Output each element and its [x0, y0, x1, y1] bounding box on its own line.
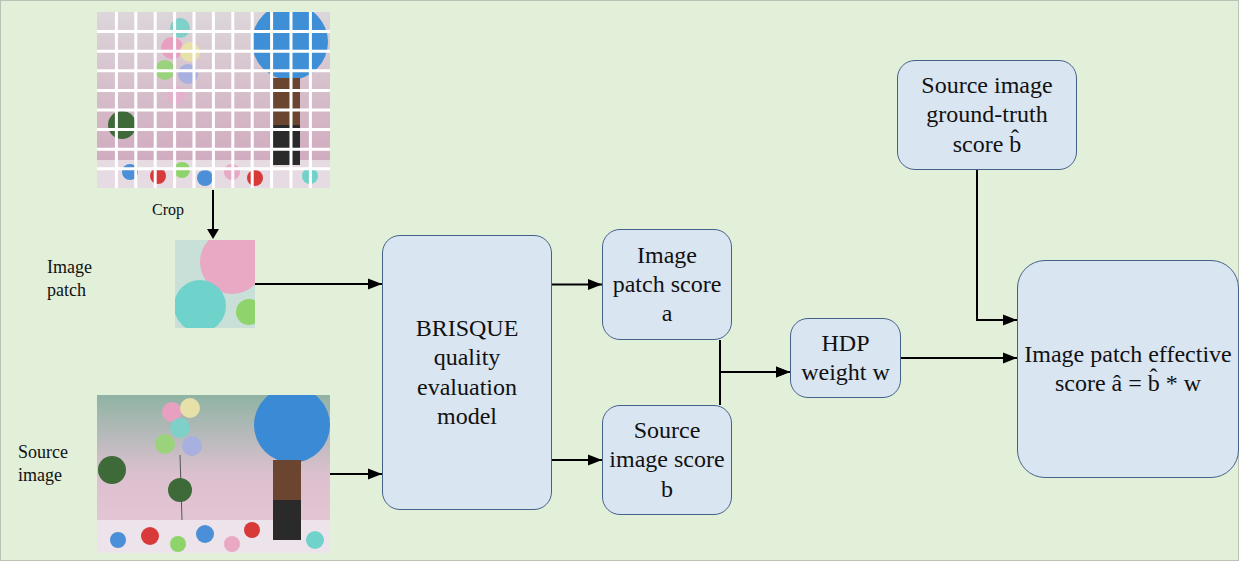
flow-arrow	[552, 284, 602, 286]
big-balloon	[254, 395, 330, 463]
weight-box: HDP weight w	[790, 318, 901, 398]
balloon	[306, 531, 324, 549]
crop-arrowhead	[207, 229, 219, 239]
flow-arrow	[720, 372, 790, 405]
picture-label: Source image	[18, 441, 84, 488]
score-box: Source image score b	[602, 405, 732, 515]
balloon	[161, 37, 183, 59]
balloon	[170, 536, 186, 552]
crop-grid	[97, 12, 330, 188]
balloon	[141, 527, 159, 545]
balloon	[170, 418, 190, 438]
balloon	[170, 18, 190, 38]
plant	[98, 456, 126, 484]
balloon	[197, 170, 213, 186]
man-figure	[273, 500, 301, 540]
man-figure	[273, 460, 301, 505]
balloon	[247, 170, 263, 186]
flow-arrow	[720, 340, 790, 372]
flow-arrow	[977, 170, 1017, 320]
flow-arrow	[255, 283, 382, 285]
balloon	[236, 299, 255, 325]
balloon	[175, 280, 226, 328]
balloon	[182, 436, 202, 456]
box-text: Source image ground-truth score b̂	[904, 71, 1070, 159]
box-text: Source image score b	[609, 416, 725, 504]
ground-truth-box: Source image ground-truth score b̂	[897, 60, 1077, 170]
balloon	[224, 536, 240, 552]
balloon	[244, 522, 260, 538]
balloon	[110, 532, 126, 548]
plant	[108, 111, 136, 139]
plant	[168, 478, 192, 502]
box-text: Image patch effective score â = b̂ * w	[1024, 340, 1232, 399]
gridded-image	[97, 12, 330, 188]
balloon	[180, 398, 200, 418]
model-box: BRISQUE quality evaluation model	[382, 235, 552, 510]
balloon	[196, 525, 214, 543]
box-text: Image patch score a	[609, 241, 725, 329]
effective-score-box: Image patch effective score â = b̂ * w	[1017, 260, 1239, 478]
step-label: Crop	[152, 201, 184, 219]
picture-label: Image patch	[47, 256, 109, 303]
patch-image	[175, 240, 255, 328]
flow-arrow	[330, 473, 382, 475]
flow-arrow	[901, 357, 1017, 359]
balloon	[155, 434, 175, 454]
source-image	[97, 395, 330, 553]
balloon	[150, 168, 166, 184]
crop-arrow	[212, 190, 214, 231]
box-text: HDP weight w	[797, 329, 894, 388]
image-patch-picture: Image patch	[175, 240, 255, 328]
box-text: BRISQUE quality evaluation model	[389, 314, 545, 431]
source-image-picture: Source image	[97, 395, 330, 553]
score-box: Image patch score a	[602, 229, 732, 340]
flow-arrow	[552, 459, 602, 461]
